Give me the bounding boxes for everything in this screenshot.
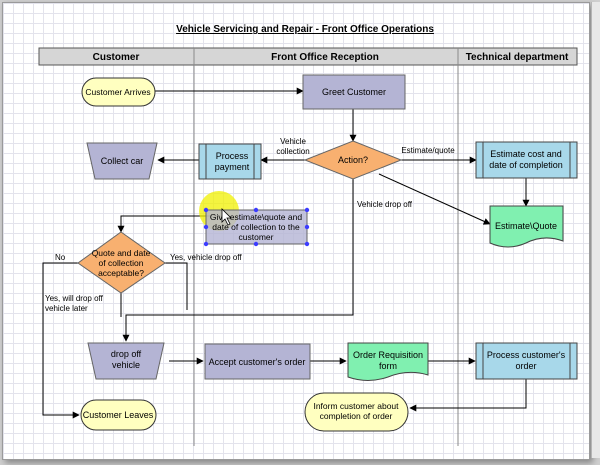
connectors: [42, 87, 530, 419]
edge-give-decision: [117, 215, 218, 233]
node-label: Customer Leaves: [83, 410, 154, 420]
flowchart-diagram: Vehicle Servicing and Repair - Front Off…: [38, 24, 578, 446]
node-customer-arrives[interactable]: Customer Arrives: [81, 77, 156, 107]
diagram-title: Vehicle Servicing and Repair - Front Off…: [176, 24, 434, 35]
edge-label-no: No: [55, 253, 66, 262]
lane-label-customer: Customer: [93, 52, 140, 63]
edge-decision-yes: [165, 262, 188, 310]
node-greet-customer[interactable]: Greet Customer: [302, 74, 406, 110]
edge-label-estimate-quote: Estimate/quote: [401, 146, 455, 155]
edge-decision-no: [42, 262, 80, 419]
edge-label-yes-drop-off: Yes, vehicle drop off: [170, 253, 242, 262]
diagram-canvas: Vehicle Servicing and Repair - Front Off…: [2, 2, 590, 460]
node-label: Collect car: [101, 156, 144, 166]
node-accept-order[interactable]: Accept customer's order: [204, 343, 311, 380]
selection-handles[interactable]: [203, 207, 310, 247]
swimlane-header: Customer Front Office Reception Technica…: [38, 47, 578, 66]
lane-label-front-office: Front Office Reception: [271, 52, 379, 63]
node-label: Greet Customer: [322, 87, 386, 97]
node-label: Accept customer's order: [209, 357, 306, 367]
edge-process-inform: [409, 379, 527, 412]
lane-label-technical: Technical department: [466, 52, 569, 63]
edge-label-vehicle-drop-off: Vehicle drop off: [357, 200, 413, 209]
mouse-pointer-icon: [221, 208, 232, 226]
node-collect-car[interactable]: Collect car: [86, 142, 158, 180]
vertical-scrollbar[interactable]: [591, 2, 600, 458]
edge-action-dropoff: [122, 179, 354, 342]
node-label: Estimate\Quote: [495, 221, 557, 231]
node-estimate-quote-document[interactable]: Estimate\Quote: [489, 205, 564, 248]
node-action-decision[interactable]: Action?: [303, 140, 403, 180]
edge-action-doc: [378, 173, 491, 225]
node-label: Customer Arrives: [85, 87, 150, 97]
node-label: Action?: [338, 155, 368, 165]
node-customer-leaves[interactable]: Customer Leaves: [80, 399, 157, 431]
